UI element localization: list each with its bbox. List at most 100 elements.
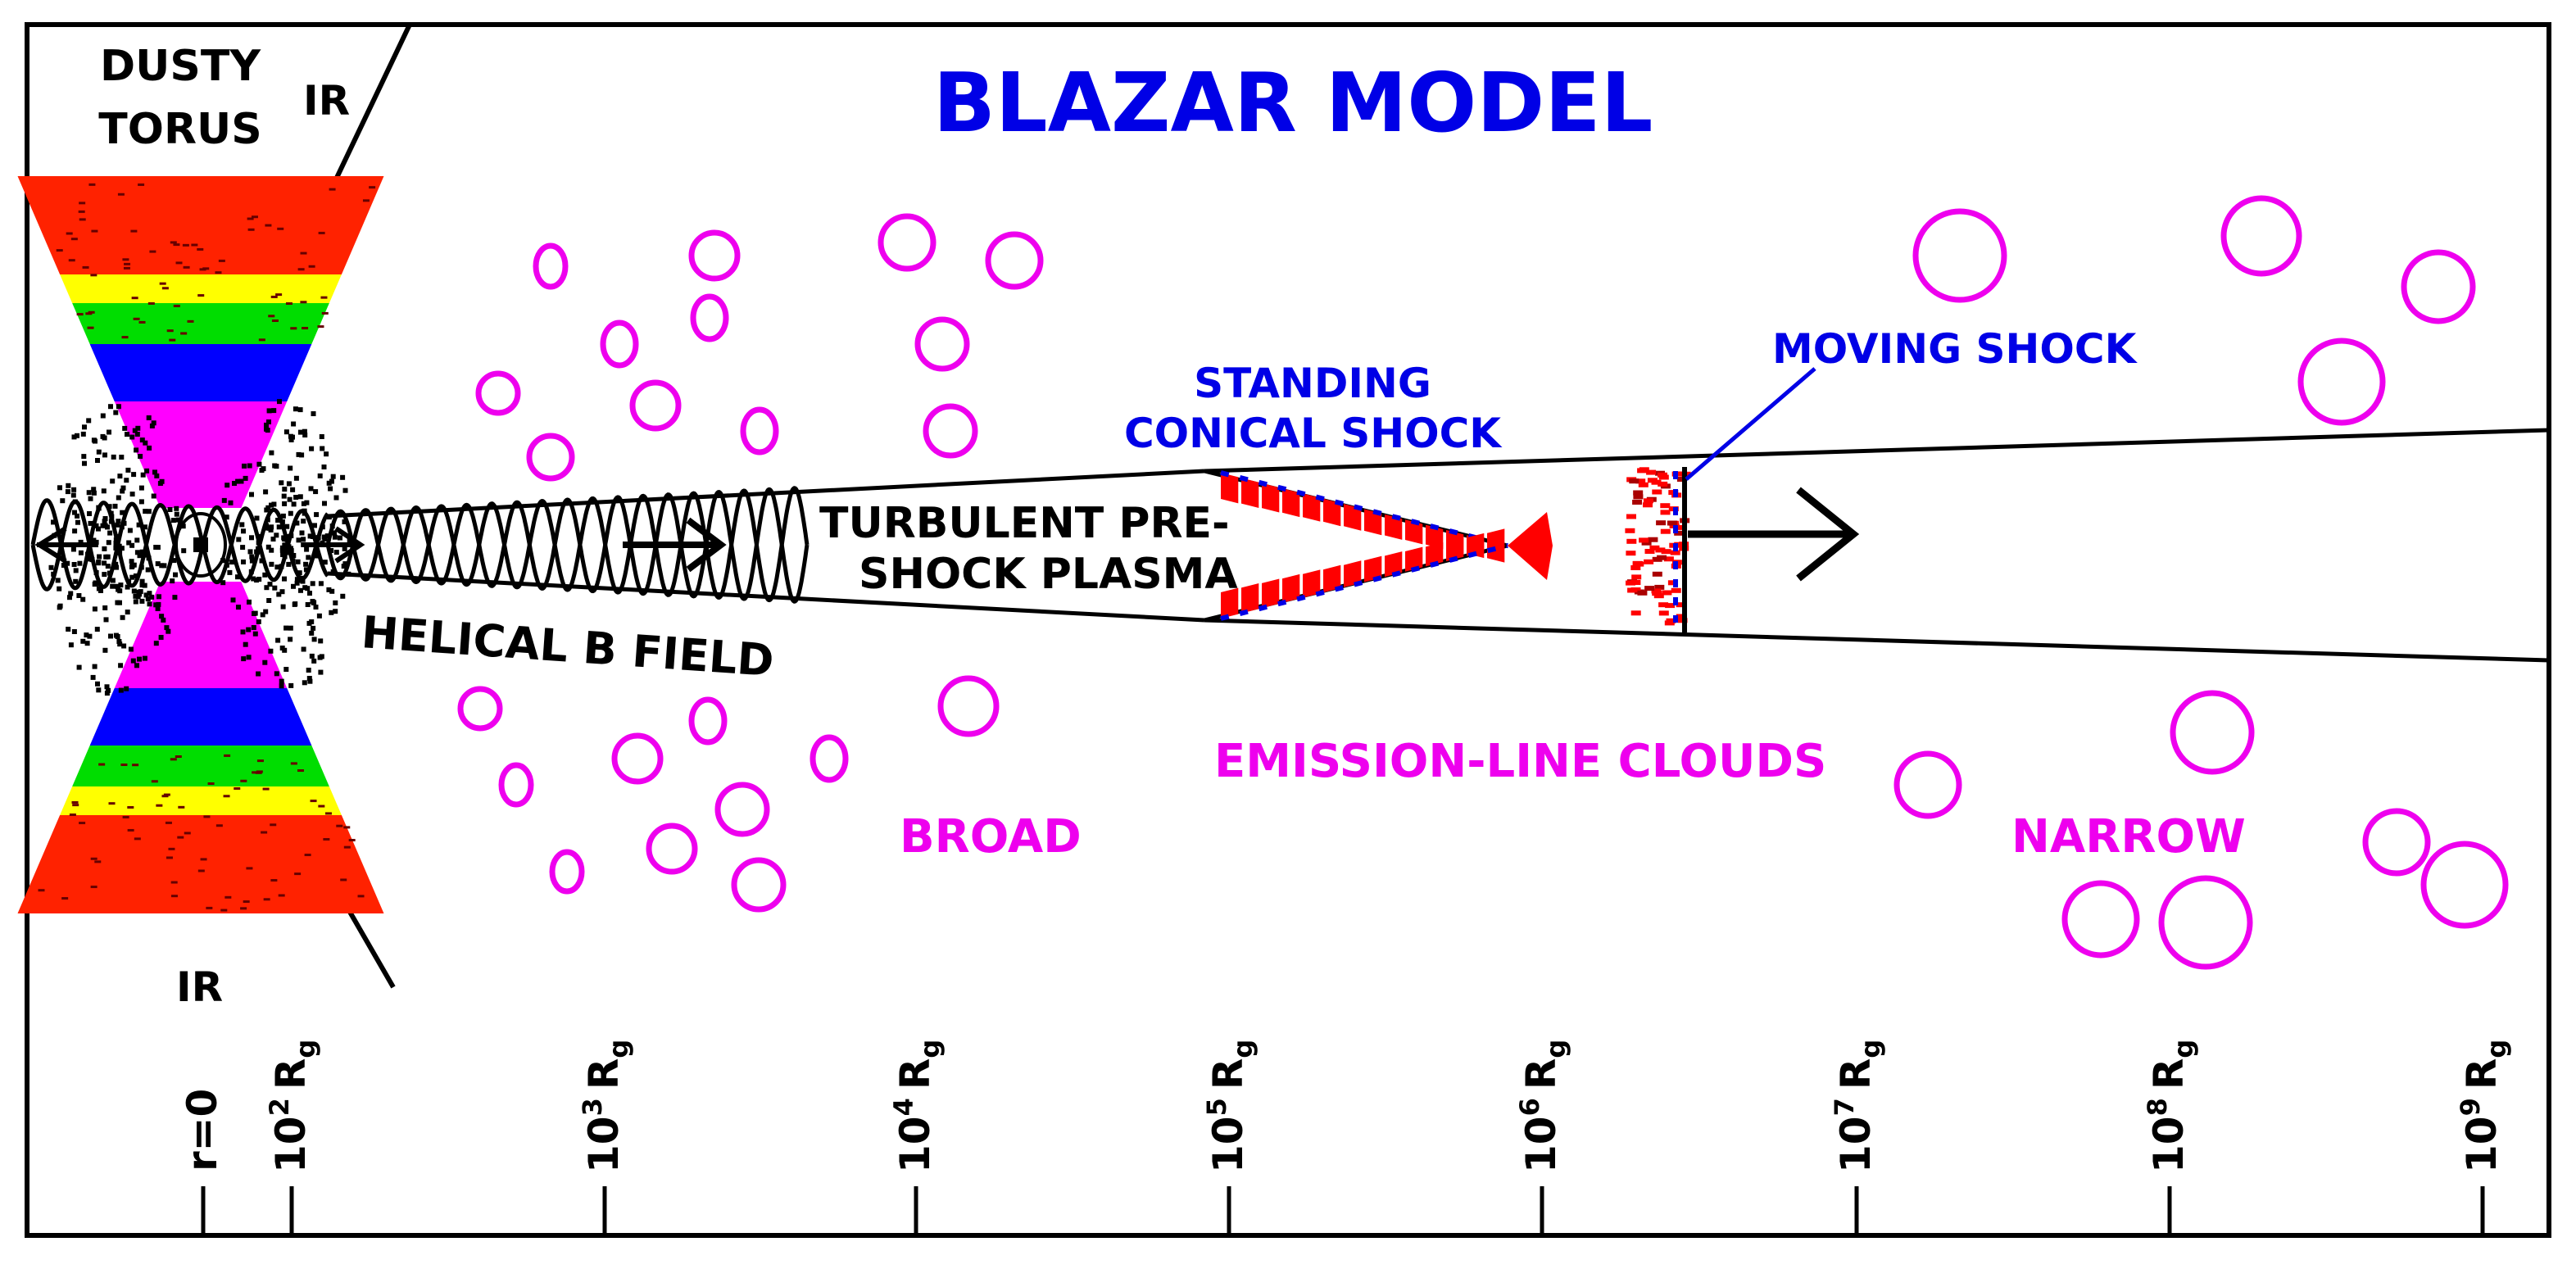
torus-speckle bbox=[321, 311, 329, 315]
dust-particle bbox=[256, 671, 261, 677]
dust-particle bbox=[251, 625, 256, 630]
dust-particle bbox=[326, 587, 332, 592]
torus-band-magenta-upper bbox=[114, 401, 288, 508]
dust-particle bbox=[317, 473, 323, 478]
dust-particle bbox=[296, 537, 302, 543]
dust-particle bbox=[274, 671, 279, 677]
dust-particle bbox=[235, 478, 241, 484]
emission-cloud bbox=[2297, 338, 2386, 426]
moving-shock-blob bbox=[1662, 590, 1672, 596]
dust-particle bbox=[95, 681, 100, 687]
torus-speckle bbox=[151, 780, 158, 783]
dust-particle bbox=[332, 530, 337, 536]
dust-particle bbox=[60, 498, 66, 504]
dust-particle bbox=[260, 612, 265, 618]
emission-cloud bbox=[611, 732, 664, 785]
torus-speckle bbox=[159, 282, 166, 285]
dust-particle bbox=[305, 602, 311, 607]
dust-particle bbox=[134, 663, 139, 668]
dust-particle bbox=[314, 512, 320, 518]
standing-shock-label-line1: STANDING bbox=[1194, 360, 1431, 407]
dust-particle bbox=[73, 568, 79, 573]
dust-particle bbox=[293, 495, 299, 500]
dust-particle bbox=[333, 495, 339, 501]
dust-particle bbox=[266, 598, 272, 603]
dust-particle bbox=[102, 523, 108, 528]
dust-particle bbox=[320, 446, 325, 451]
torus-speckle bbox=[336, 824, 343, 827]
torus-speckle bbox=[161, 795, 169, 798]
dust-particle bbox=[293, 406, 298, 412]
dust-particle bbox=[252, 611, 256, 616]
axis-tick-label: 105Rg bbox=[1201, 1040, 1259, 1173]
torus-speckle bbox=[310, 800, 317, 803]
dust-particle bbox=[133, 593, 138, 599]
dust-particle bbox=[305, 586, 311, 591]
torus-speckle bbox=[108, 802, 116, 805]
dust-particle bbox=[293, 475, 299, 481]
dust-particle bbox=[220, 580, 226, 586]
torus-speckle bbox=[131, 297, 138, 300]
dust-particle bbox=[135, 425, 141, 431]
dust-particle bbox=[75, 513, 80, 519]
torus-speckle bbox=[207, 782, 215, 786]
dust-particle bbox=[146, 509, 152, 514]
moving-shock-blob bbox=[1674, 530, 1685, 536]
torus-speckle bbox=[90, 886, 98, 889]
torus-speckle bbox=[261, 831, 268, 834]
dust-particle bbox=[70, 492, 76, 498]
dust-particle bbox=[96, 687, 102, 693]
dust-particle bbox=[106, 687, 111, 693]
dust-particle bbox=[68, 642, 74, 648]
dust-particle bbox=[103, 617, 109, 623]
dust-particle bbox=[300, 578, 306, 584]
dust-particle bbox=[311, 625, 316, 631]
dust-particle bbox=[146, 415, 152, 420]
emission-cloud bbox=[740, 406, 779, 455]
dust-particle bbox=[271, 408, 277, 414]
moving-shock-blob bbox=[1630, 610, 1641, 616]
dust-particle bbox=[134, 432, 140, 437]
moving-shock-blob bbox=[1638, 482, 1649, 487]
dust-particle bbox=[311, 658, 317, 664]
dust-particle bbox=[125, 432, 129, 437]
dust-particle bbox=[145, 596, 151, 601]
torus-speckle bbox=[178, 805, 185, 809]
dust-particle bbox=[306, 676, 312, 681]
torus-speckle bbox=[122, 258, 129, 261]
dust-particle bbox=[332, 534, 338, 540]
dust-particle bbox=[149, 594, 155, 600]
moving-shock-blob bbox=[1656, 520, 1667, 526]
dust-particle bbox=[279, 683, 284, 689]
dust-particle bbox=[313, 605, 319, 610]
torus-speckle bbox=[133, 317, 140, 320]
dust-particle bbox=[262, 659, 268, 665]
dust-particle bbox=[341, 564, 347, 569]
dust-particle bbox=[92, 606, 98, 612]
dust-particle bbox=[329, 478, 334, 484]
dust-particle bbox=[311, 600, 316, 605]
torus-speckle bbox=[277, 227, 284, 230]
dust-particle bbox=[264, 507, 270, 513]
dust-particle bbox=[324, 451, 329, 457]
dust-particle bbox=[161, 563, 167, 569]
torus-band-yellow-lower bbox=[60, 786, 342, 815]
dust-particle bbox=[308, 486, 314, 492]
torus-speckle bbox=[320, 296, 328, 299]
axis-tick-label: 104Rg bbox=[888, 1040, 946, 1173]
dust-particle bbox=[137, 656, 142, 662]
dust-particle bbox=[249, 554, 255, 560]
torus-speckle bbox=[175, 261, 183, 265]
dust-particle bbox=[96, 449, 102, 455]
torus-speckle bbox=[149, 250, 156, 253]
dust-particle bbox=[84, 641, 90, 646]
emission-cloud bbox=[475, 370, 521, 416]
torus-speckle bbox=[88, 310, 95, 314]
torus-speckle bbox=[304, 854, 311, 857]
dust-particle bbox=[322, 560, 328, 565]
dust-particle bbox=[228, 500, 234, 505]
broad-region-label: BROAD bbox=[900, 810, 1082, 863]
emission-cloud bbox=[646, 823, 698, 875]
dust-particle bbox=[145, 567, 151, 573]
torus-speckle bbox=[294, 872, 302, 876]
